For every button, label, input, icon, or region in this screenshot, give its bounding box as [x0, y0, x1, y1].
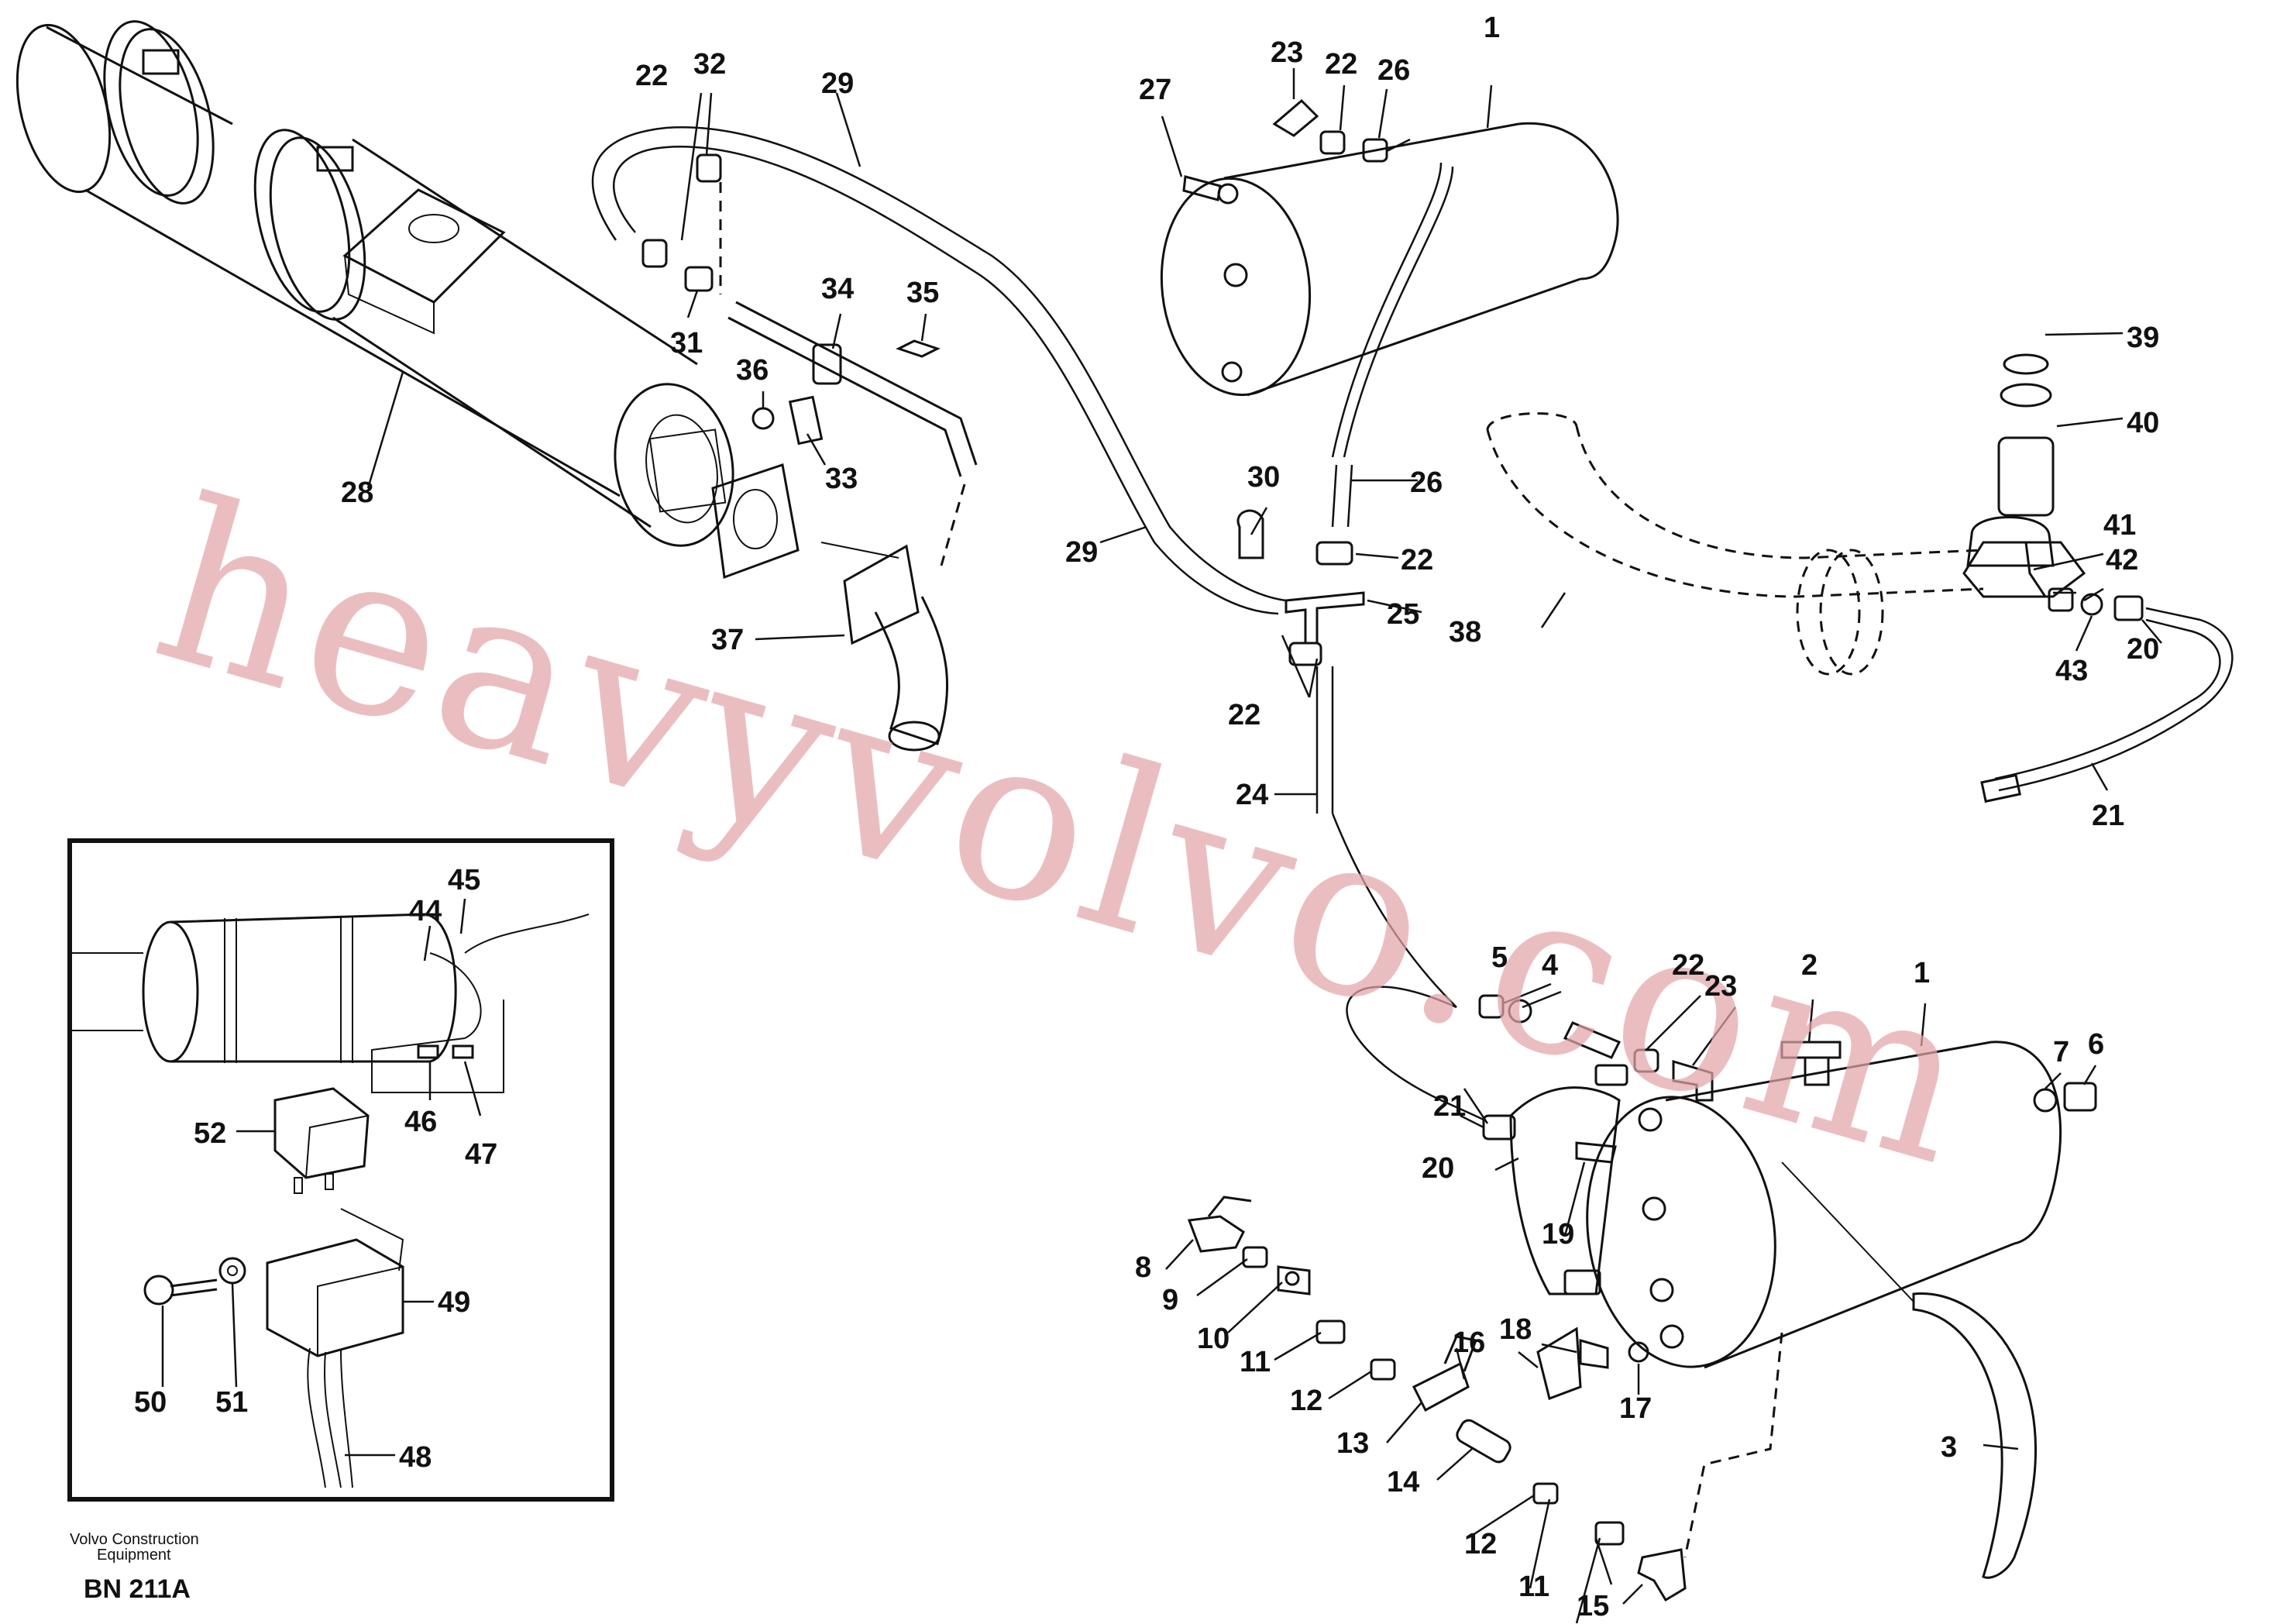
callout-38: 38	[1449, 616, 1481, 649]
callout-35: 35	[906, 277, 939, 309]
callout-19: 19	[1542, 1218, 1574, 1251]
callout-20-upper: 20	[2127, 633, 2159, 666]
callout-34: 34	[821, 273, 854, 305]
callout-2: 2	[1801, 949, 1818, 982]
callout-9: 9	[1162, 1284, 1178, 1316]
callout-26-lower: 26	[1410, 466, 1443, 499]
hose-routing-top-left	[591, 92, 1287, 615]
callout-22-top-left: 22	[635, 60, 668, 92]
air-tank-lower	[1346, 982, 2097, 1579]
callout-6: 6	[2088, 1028, 2104, 1061]
callout-50: 50	[134, 1386, 167, 1419]
callout-14: 14	[1387, 1466, 1419, 1498]
intake-assembly	[1486, 332, 2234, 803]
callout-48: 48	[399, 1441, 432, 1474]
callout-12-upper: 12	[1290, 1385, 1322, 1417]
callout-27: 27	[1139, 74, 1171, 106]
air-tank-upper	[1160, 68, 1619, 458]
callout-1-lower-tank: 1	[1914, 957, 1930, 989]
callout-1-upper-tank: 1	[1484, 12, 1500, 44]
callout-3: 3	[1941, 1431, 1957, 1464]
callout-30: 30	[1247, 461, 1280, 494]
callout-32: 32	[693, 48, 726, 81]
callout-21-lower: 21	[1433, 1090, 1466, 1123]
callout-21-upper: 21	[2092, 800, 2124, 832]
callout-44: 44	[409, 895, 442, 927]
exhaust-elbow	[755, 542, 949, 752]
callout-23-lower: 23	[1704, 970, 1737, 1003]
inset-heater-detail	[67, 838, 614, 1502]
callout-15: 15	[1577, 1590, 1609, 1622]
callout-45: 45	[448, 864, 480, 896]
callout-40: 40	[2127, 407, 2159, 439]
footer-maker-line1: Volvo Construction	[70, 1531, 199, 1548]
callout-29-upper: 29	[821, 67, 854, 100]
callout-33: 33	[825, 463, 858, 495]
callout-46: 46	[404, 1106, 437, 1138]
callout-25: 25	[1387, 598, 1419, 631]
callout-47: 47	[465, 1138, 497, 1171]
callout-22-tee-right: 22	[1401, 544, 1433, 576]
footer-drawing-code: BN 211A	[84, 1574, 191, 1604]
callout-labels: 1 1 2 3 4 5 6 7 8 9 10 11 11 12 12 13 14…	[134, 12, 2159, 1622]
callout-31: 31	[670, 327, 703, 360]
callout-18: 18	[1499, 1313, 1532, 1346]
callout-26-upper: 26	[1377, 54, 1410, 87]
drain-valve-chain	[1165, 1196, 1687, 1624]
callout-22-lower-tank: 22	[1672, 949, 1704, 982]
callout-41: 41	[2103, 509, 2136, 542]
tee-junction	[1236, 464, 1457, 1008]
callout-43: 43	[2055, 655, 2088, 687]
callout-42: 42	[2106, 544, 2138, 576]
callout-22-upper-tank: 22	[1325, 48, 1357, 81]
callout-8: 8	[1135, 1251, 1151, 1284]
muffler-assembly	[15, 20, 800, 580]
callout-36: 36	[736, 354, 769, 387]
callout-7: 7	[2053, 1036, 2069, 1068]
callout-28: 28	[341, 477, 373, 509]
callout-49: 49	[438, 1286, 470, 1319]
callout-16: 16	[1453, 1326, 1485, 1359]
callout-37: 37	[711, 624, 744, 656]
callout-39: 39	[2127, 322, 2159, 354]
callout-22-tee-bottom: 22	[1228, 699, 1260, 731]
callout-13: 13	[1336, 1427, 1369, 1460]
footer-maker-line2: Equipment	[97, 1547, 171, 1564]
callout-11-upper: 11	[1240, 1346, 1271, 1378]
callout-20-lower: 20	[1422, 1152, 1454, 1185]
callout-10: 10	[1197, 1323, 1229, 1355]
callout-12-lower: 12	[1464, 1528, 1497, 1560]
callout-52: 52	[194, 1117, 226, 1150]
callout-23-upper: 23	[1271, 36, 1303, 69]
callout-5: 5	[1491, 941, 1508, 974]
callout-17: 17	[1619, 1392, 1652, 1425]
callout-29-lower: 29	[1065, 536, 1098, 569]
callout-24: 24	[1236, 779, 1268, 811]
callout-51: 51	[215, 1386, 248, 1419]
callout-11-lower: 11	[1518, 1571, 1549, 1603]
callout-4: 4	[1542, 949, 1558, 982]
